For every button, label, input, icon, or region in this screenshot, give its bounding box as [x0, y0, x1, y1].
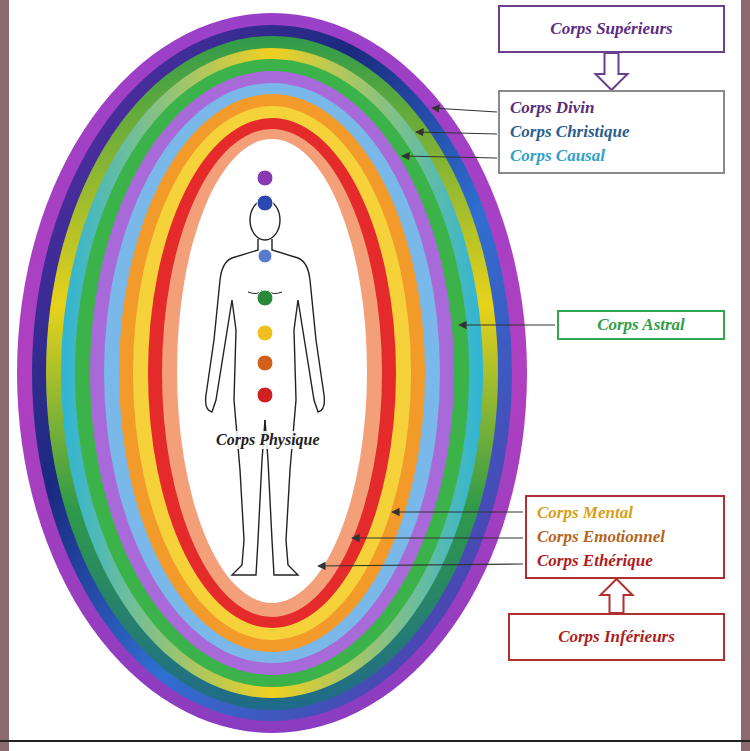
frame-strip: [741, 0, 750, 751]
body-name: Corps Divin: [510, 96, 713, 120]
figure-label: Corps Physique: [214, 431, 322, 449]
block-arrow: [601, 579, 633, 613]
group-heading-box: Corps Inférieurs: [508, 613, 725, 661]
chakras: [257, 170, 273, 403]
block-arrow: [596, 53, 628, 90]
human-figure: [206, 200, 325, 575]
body-name: Corps Ethérique: [537, 549, 713, 573]
body-box: Corps Astral: [557, 310, 725, 340]
body-list-box: Corps DivinCorps ChristiqueCorps Causal: [498, 90, 725, 174]
frame-line: [0, 740, 750, 742]
body-name: Corps Causal: [510, 144, 713, 168]
body-name: Corps Mental: [537, 501, 713, 525]
body-list-box: Corps MentalCorps EmotionnelCorps Ethéri…: [525, 495, 725, 579]
body-name: Corps Supérieurs: [510, 17, 713, 41]
frame-strip: [0, 0, 9, 751]
body-name: Corps Inférieurs: [520, 625, 713, 649]
body-name: Corps Christique: [510, 120, 713, 144]
body-name: Corps Emotionnel: [537, 525, 713, 549]
group-heading-box: Corps Supérieurs: [498, 5, 725, 53]
leader-lines: [318, 108, 555, 566]
aura-rings: [17, 13, 527, 733]
body-name: Corps Astral: [569, 313, 713, 337]
